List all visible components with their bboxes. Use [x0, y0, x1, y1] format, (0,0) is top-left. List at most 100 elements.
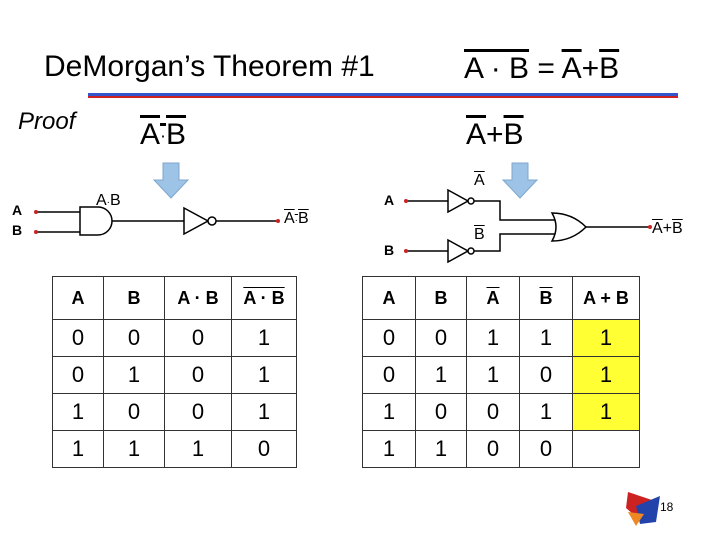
- slide-title: De​Morgan’s Theorem #1: [44, 50, 375, 84]
- right-heading-plus: +: [486, 118, 504, 151]
- right-input-b-label: B: [384, 242, 395, 258]
- table-cell: 0: [362, 356, 416, 394]
- table-cell: 0: [415, 393, 467, 431]
- table-row: 0 0 1 1 1: [362, 319, 640, 357]
- right-inverter-a: [404, 188, 556, 221]
- table-cell: 1: [52, 393, 104, 431]
- table-cell: 1: [231, 319, 297, 357]
- or-output-label: A+B: [652, 220, 683, 238]
- left-heading: A·B: [140, 118, 186, 152]
- table-row: 1 1 0 0: [362, 430, 640, 468]
- inv-out-dot: ·: [294, 215, 299, 226]
- table-cell: 0: [164, 393, 232, 431]
- inv-b-label: B: [474, 226, 485, 243]
- inv-a-label: A: [474, 172, 485, 189]
- page-number: 18: [660, 500, 674, 514]
- title-text: De​Morgan’s Theorem #1: [44, 50, 375, 83]
- left-header-b: B: [103, 276, 165, 320]
- table-cell: 0: [52, 319, 104, 357]
- left-header-nand: A · B: [231, 276, 297, 320]
- table-cell: 0: [231, 430, 297, 468]
- table-cell: 1: [415, 430, 467, 468]
- table-cell: 0: [164, 356, 232, 394]
- right-heading-b: B: [503, 118, 524, 151]
- right-or-gate: [550, 212, 652, 242]
- left-input-b-label: B: [12, 222, 23, 238]
- table-row: 1 0 0 1: [52, 393, 297, 431]
- table-cell: 1: [103, 356, 165, 394]
- right-heading: A+B: [466, 118, 524, 152]
- table-cell: 0: [415, 319, 467, 357]
- table-cell: [572, 430, 640, 468]
- left-table-header-row: A B A · B A · B: [52, 276, 297, 320]
- left-down-arrow-icon: [152, 162, 190, 199]
- and-out-a: A: [96, 192, 107, 209]
- left-input-a-label: A: [12, 202, 23, 218]
- table-row: 1 1 1 0: [52, 430, 297, 468]
- left-heading-a: A: [140, 118, 161, 151]
- table-cell: 1: [52, 430, 104, 468]
- table-cell: 0: [103, 393, 165, 431]
- table-cell: 1: [466, 356, 520, 394]
- table-cell: 1: [466, 319, 520, 357]
- and-out-b: B: [110, 192, 121, 209]
- table-cell: 1: [362, 393, 416, 431]
- left-truth-table: A B A · B A · B 0 0 0 1 0 1 0 1 1 0 0 1 …: [52, 276, 297, 468]
- table-row: 1 0 0 1 1: [362, 393, 640, 431]
- table-cell: 1: [519, 319, 573, 357]
- theorem-rhs-plus: +: [581, 52, 600, 85]
- table-cell: 0: [519, 430, 573, 468]
- right-header-a: A: [362, 276, 416, 320]
- right-header-or: A + B: [572, 276, 640, 320]
- right-header-b: B: [415, 276, 467, 320]
- or-out-plus: +: [662, 220, 673, 237]
- title-rule-red: [88, 96, 678, 98]
- table-cell-highlight: 1: [572, 393, 640, 431]
- table-cell-highlight: 1: [572, 356, 640, 394]
- table-cell: 1: [362, 430, 416, 468]
- left-heading-dot: ·: [160, 125, 167, 146]
- inv-out-a: A: [284, 210, 295, 227]
- or-out-b: B: [672, 220, 683, 237]
- inv-out-b: B: [298, 210, 309, 227]
- left-header-and: A · B: [164, 276, 232, 320]
- table-cell: 0: [466, 393, 520, 431]
- and-out-dot: ·: [106, 197, 111, 208]
- title-rule-blue: [88, 93, 678, 96]
- left-and-gate: [34, 206, 184, 236]
- right-heading-a: A: [466, 118, 487, 151]
- theorem-rhs-a: A: [561, 52, 582, 85]
- table-cell: 1: [164, 430, 232, 468]
- table-cell: 1: [519, 393, 573, 431]
- proof-label: Proof: [18, 108, 76, 135]
- left-header-a: A: [52, 276, 104, 320]
- logo-icon: [626, 492, 660, 526]
- inv-output-label: A·B: [284, 210, 309, 228]
- table-cell: 0: [362, 319, 416, 357]
- table-row: 0 1 1 0 1: [362, 356, 640, 394]
- table-cell: 1: [231, 393, 297, 431]
- table-cell: 0: [466, 430, 520, 468]
- table-cell: 0: [52, 356, 104, 394]
- table-cell: 1: [103, 430, 165, 468]
- table-cell: 1: [415, 356, 467, 394]
- table-row: 0 1 0 1: [52, 356, 297, 394]
- right-header-not-a: A: [466, 276, 520, 320]
- theorem-eq: =: [537, 52, 555, 85]
- theorem-rhs-b: B: [599, 52, 620, 85]
- left-heading-b: B: [166, 118, 187, 151]
- table-cell: 0: [103, 319, 165, 357]
- or-out-a: A: [652, 220, 663, 237]
- table-cell-highlight: 1: [572, 319, 640, 357]
- theorem-lhs: A · B: [464, 52, 530, 85]
- right-inverter-b: [404, 233, 556, 264]
- table-cell: 0: [519, 356, 573, 394]
- right-table-header-row: A B A B A + B: [362, 276, 640, 320]
- right-input-a-label: A: [384, 192, 395, 208]
- table-cell: 1: [231, 356, 297, 394]
- table-row: 0 0 0 1: [52, 319, 297, 357]
- theorem-expression: A · B = A+B: [464, 52, 619, 86]
- right-truth-table: A B A B A + B 0 0 1 1 1 0 1 1 0 1 1 0 0 …: [362, 276, 640, 468]
- right-down-arrow-icon: [501, 162, 539, 199]
